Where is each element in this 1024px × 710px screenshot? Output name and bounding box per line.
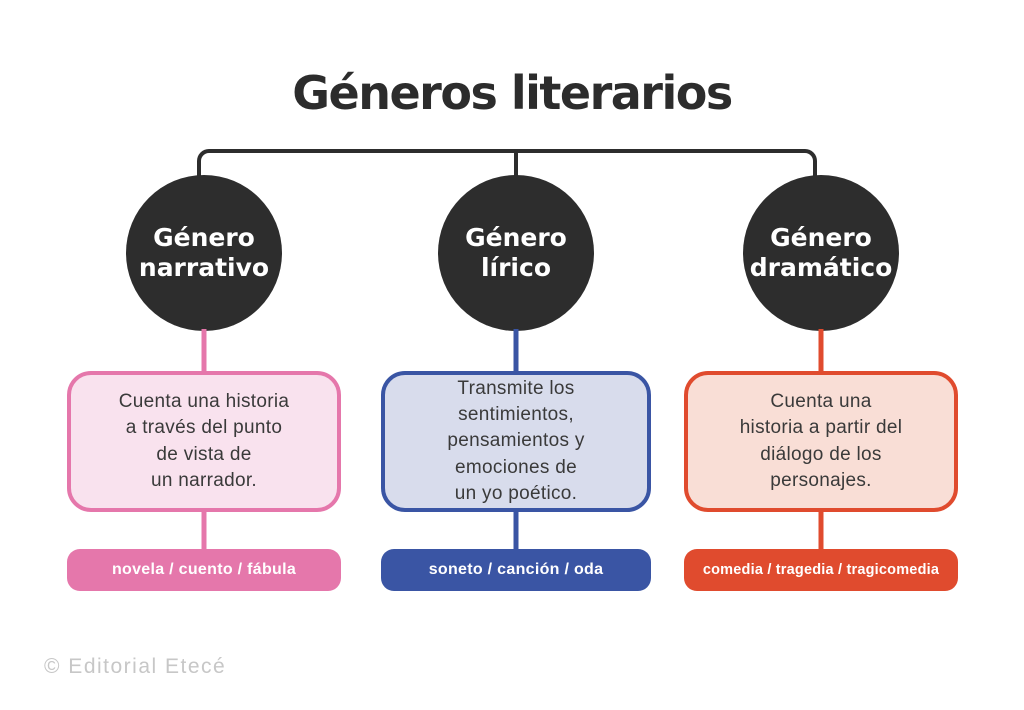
- stem-lirico-top: [513, 329, 519, 373]
- tree-connector-middle-drop: [514, 151, 518, 179]
- description-text-lirico: Transmite los sentimientos, pensamientos…: [447, 378, 585, 504]
- examples-bar-narrativo: novela / cuento / fábula: [67, 549, 341, 591]
- stem-lirico-bottom: [513, 510, 519, 550]
- description-box-lirico: Transmite los sentimientos, pensamientos…: [381, 371, 651, 512]
- stem-dramatico-top: [818, 329, 824, 373]
- branch-dramatico: Género dramático Cuenta una historia a p…: [684, 0, 958, 710]
- stem-narrativo-bottom: [201, 510, 207, 550]
- diagram-title: Géneros literarios: [292, 66, 733, 120]
- genre-circle-dramatico: Género dramático: [743, 175, 899, 331]
- examples-bar-dramatico: comedia / tragedia / tragicomedia: [684, 549, 958, 591]
- examples-bar-lirico: soneto / canción / oda: [381, 549, 651, 591]
- genre-circle-narrativo: Género narrativo: [126, 175, 282, 331]
- description-box-narrativo: Cuenta una historia a través del punto d…: [67, 371, 341, 512]
- branch-lirico: Género lírico Transmite los sentimientos…: [381, 0, 651, 710]
- description-box-dramatico: Cuenta una historia a partir del diálogo…: [684, 371, 958, 512]
- editorial-credit: © Editorial Etecé: [44, 655, 227, 678]
- description-text-dramatico: Cuenta una historia a partir del diálogo…: [739, 391, 903, 491]
- tree-connector-horizontal: [197, 149, 817, 177]
- stem-narrativo-top: [201, 329, 207, 373]
- genre-circle-lirico: Género lírico: [438, 175, 594, 331]
- description-text-narrativo: Cuenta una historia a través del punto d…: [118, 391, 290, 491]
- stem-dramatico-bottom: [818, 510, 824, 550]
- branch-narrativo: Género narrativo Cuenta una historia a t…: [67, 0, 341, 710]
